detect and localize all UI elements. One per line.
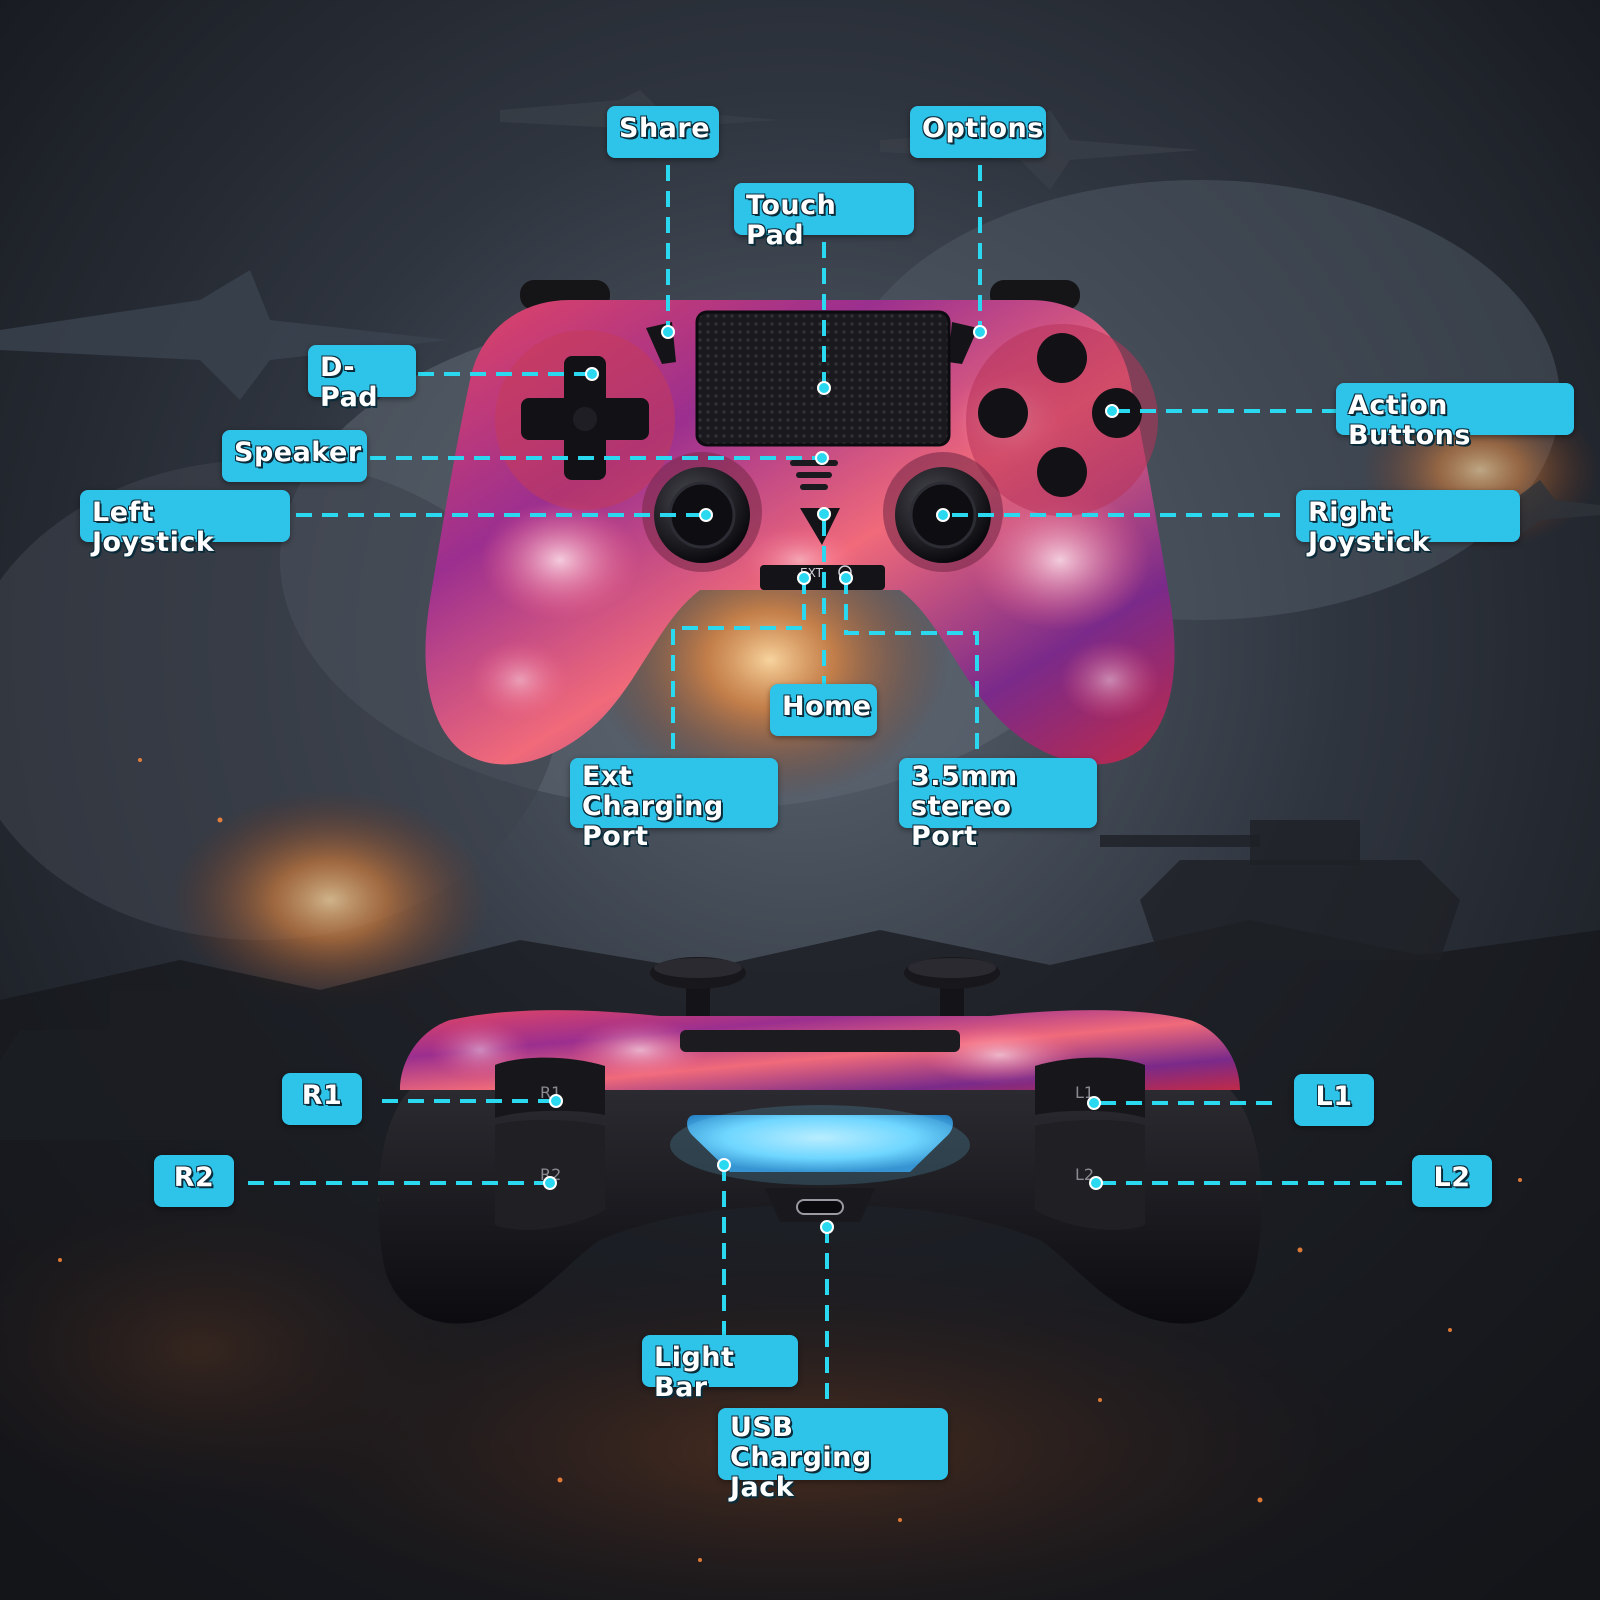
callout-right-joystick: Right Joystick [1296, 490, 1520, 558]
callout-light-bar: Light Bar [642, 1335, 798, 1403]
callout-share: Share [607, 106, 719, 158]
l2-trigger[interactable]: L2 [1035, 1119, 1145, 1230]
callout-r1: R1 [282, 1073, 362, 1125]
light-bar [687, 1115, 953, 1172]
svg-text:L1: L1 [1075, 1083, 1094, 1102]
callout-stereo-port: 3.5mm stereo Port [899, 758, 1097, 852]
rear-right-stick-top [904, 957, 1000, 1016]
d-pad[interactable] [521, 356, 649, 480]
callout-ext-charging-port: Ext Charging Port [570, 758, 778, 852]
leader-lines [248, 165, 1402, 1408]
callout-action-buttons: Action Buttons [1336, 383, 1574, 451]
callout-speaker: Speaker [222, 430, 367, 482]
callout-r2: R2 [154, 1155, 234, 1207]
callout-l1: L1 [1294, 1074, 1374, 1126]
callout-d-pad: D-Pad [308, 345, 416, 413]
callout-usb-charging-jack: USB Charging Jack [718, 1408, 948, 1503]
callout-left-joystick: Left Joystick [80, 490, 290, 558]
callout-touch-pad: Touch Pad [734, 183, 914, 251]
rear-left-stick-top [650, 957, 746, 1016]
l1-button[interactable]: L1 [1035, 1057, 1145, 1118]
callout-options: Options [910, 106, 1046, 158]
callout-home: Home [770, 684, 877, 736]
options-button[interactable] [948, 322, 978, 364]
svg-text:L2: L2 [1075, 1165, 1094, 1184]
usb-charging-port [796, 1199, 844, 1215]
callout-l2: L2 [1412, 1155, 1492, 1207]
leader-dots [543, 325, 1119, 1234]
r2-trigger[interactable]: R2 [495, 1119, 605, 1230]
r1-button[interactable]: R1 [495, 1057, 605, 1118]
